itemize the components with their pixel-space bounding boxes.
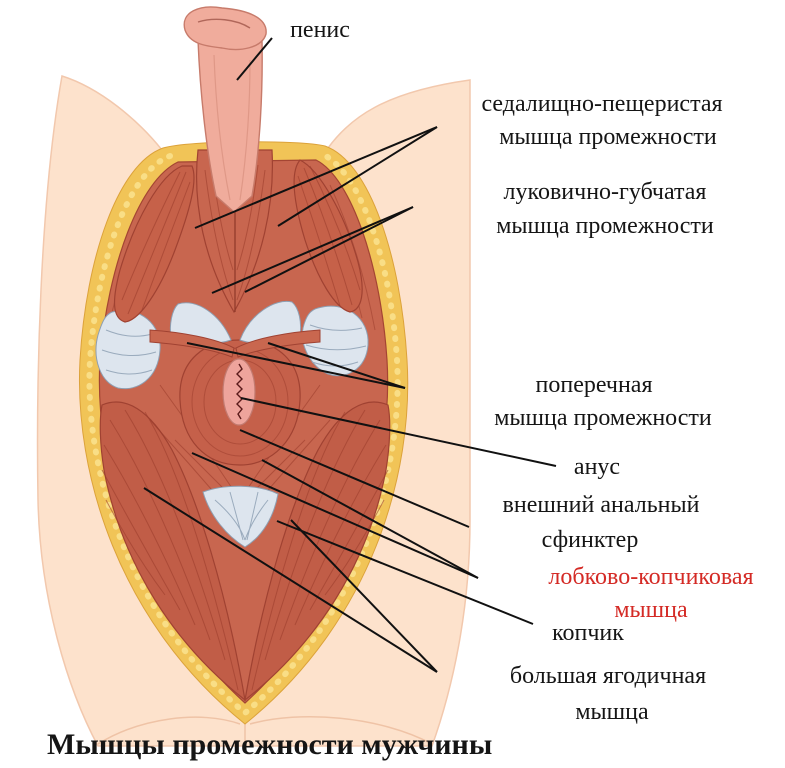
label-gluteus-line1: большая ягодичная [510,663,706,689]
leader-bulbospongiosus-right [244,206,414,293]
ligament-left [95,310,161,390]
ischiocavernosus-left-fibers [121,171,191,315]
label-external-sphincter-line2: сфинктер [542,527,639,553]
transverse-perineal-right [235,329,321,358]
leader-penis [236,37,273,81]
label-external-sphincter-line1: внешний анальный [503,492,700,518]
leader-external-sphincter [239,429,470,528]
fat-globules [86,150,401,717]
coccyx-ligament [202,485,279,548]
label-ischiocavernosus-line2: мышца промежности [499,124,717,150]
penis-shaft [197,39,263,213]
label-transverse-line2: мышца промежности [494,405,712,431]
leader-gluteus-left [143,487,438,673]
leader-transverse-left [186,342,406,389]
label-gluteus-line2: мышца [575,699,649,725]
leader-anus [240,397,557,467]
penis-shaft-shading [213,54,251,201]
coccyx-ligament-strands [214,491,269,541]
leader-transverse-right [267,342,406,389]
leader-pubococcygeus-left [191,452,479,579]
gluteus-maximus-right [244,401,391,702]
bulbospongiosus-fibers [204,164,266,301]
sphincter-ring-fibers [191,347,289,457]
leader-lines [143,37,557,673]
ligament-right [301,305,369,377]
gluteus-left-fibers [101,409,239,691]
leader-ischiocavernosus-right [277,126,438,227]
ischiocavernosus-right-fibers [297,165,361,307]
ischiocavernosus-left [114,165,195,323]
label-penis: пенис [290,17,350,43]
ligament-left-strands [101,329,157,375]
anus-pleat-line [236,363,243,420]
label-coccyx: копчик [552,620,624,646]
leader-bulbospongiosus-left [211,206,414,294]
label-bulbospongiosus-line2: мышца промежности [496,213,714,239]
penis-glans [183,6,267,51]
diagram-title: Мышцы промежности мужчины [47,728,492,761]
buttock-crease-lines [97,715,433,746]
leader-ischiocavernosus-left [194,126,438,229]
gluteus-right-fibers [251,409,389,691]
label-ischiocavernosus-line1: седалищно-пещеристая [481,91,722,117]
label-bulbospongiosus-line1: луковично-губчатая [504,179,707,205]
leader-gluteus-right [290,519,438,673]
leader-coccyx [276,520,534,625]
label-pubococcygeus-line1: лобково-копчиковая [548,564,753,590]
urethral-opening [197,18,251,29]
ischiocavernosus-right [293,159,363,313]
label-transverse-line1: поперечная [536,372,653,398]
label-pubococcygeus-line2: мышца [614,597,688,623]
leader-pubococcygeus-right [261,459,479,579]
label-anus: анус [574,454,620,480]
